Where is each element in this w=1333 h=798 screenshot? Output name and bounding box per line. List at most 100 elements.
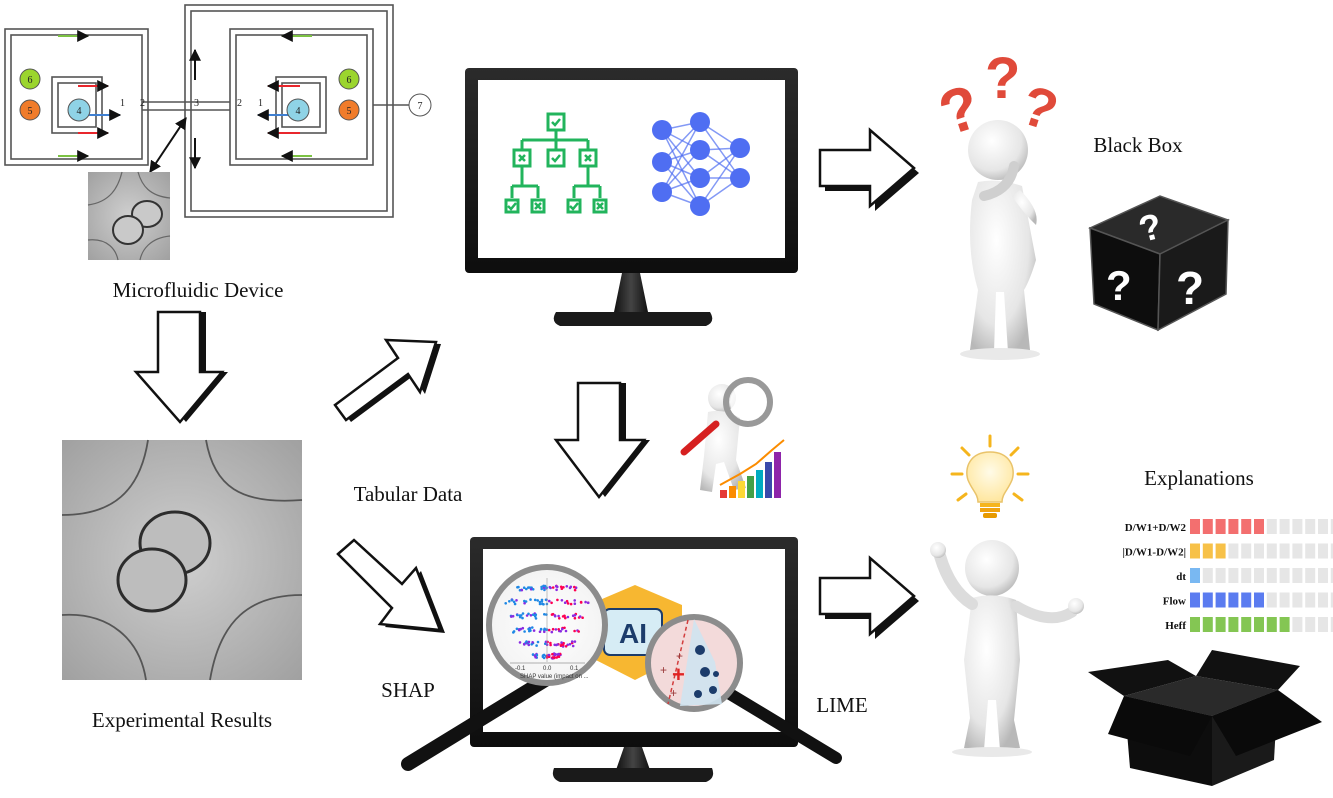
shap-point [579,601,583,604]
shap-axis-tick: 0.1 [570,666,579,672]
block-arrows [133,127,919,639]
shap-point [508,600,511,603]
explanation-feature-label: Flow [1163,596,1186,608]
shap-point [512,631,515,634]
shap-point [551,586,555,589]
explanation-bar-cell [1279,617,1290,632]
shap-point [518,641,522,644]
shap-point [525,587,528,591]
shap-point [560,641,563,644]
shap-point [550,601,553,605]
shap-point [531,613,535,616]
shap-point [573,602,577,605]
explanation-bar-cell [1330,568,1333,583]
shap-point [573,588,577,592]
check-icon [569,202,579,211]
nn-edge [661,129,701,207]
explanation-bar-cell [1279,592,1290,608]
shap-point [550,630,554,634]
shap-point [534,617,538,620]
shap-point [581,616,584,619]
shap-point [557,614,560,618]
shap-point [559,585,563,589]
explanation-bar-cell [1292,519,1303,534]
shap-point [541,602,544,606]
nn-edge [699,121,741,179]
explanation-bar-cell [1228,519,1239,534]
check-icon [551,118,561,127]
shap-point [558,617,561,620]
explanation-bar-cell [1241,519,1252,534]
x-icon [596,202,604,210]
rainbow-bar-chart-icon [719,439,785,498]
lime-label: LIME [816,693,867,717]
models-monitor [465,68,798,326]
shap-point [543,588,546,592]
arrow-down-device-to-results [133,310,228,424]
node-label: 4 [296,106,301,117]
shap-point [523,643,526,646]
arrow-up-right-to-models [333,338,441,422]
shap-point [535,653,539,657]
explanation-bar-cell [1228,592,1239,608]
device-node-4-left: 4 [67,98,91,122]
shap-point [540,598,544,602]
shap-point [549,643,552,647]
node-label: 7 [418,101,423,112]
shap-beeswarm-plot [504,578,590,664]
explanation-bar-cell [1215,519,1226,534]
node-label: 4 [77,106,82,117]
explanation-bar-cell [1266,617,1277,632]
explanation-bar-cell [1190,617,1200,632]
shap-point [541,654,545,657]
nn-node [690,168,710,188]
explanation-bar-cell [1292,568,1303,583]
shap-point [515,599,518,602]
shap-point [573,585,576,589]
black-box-label: Black Box [1093,133,1183,157]
explanation-bar-cell [1292,543,1303,559]
device-node-7-outlet: 7 [408,93,432,117]
explanation-bar-cell [1279,568,1290,583]
shap-point [522,586,526,589]
plus-icon: + [670,686,677,700]
shap-point [543,584,547,588]
explanation-bar-cell [1202,543,1213,559]
shap-point [553,614,557,618]
device-node-5-left: 5 [19,99,41,121]
shap-point [534,655,537,659]
microfluidic-device: 6 5 4 6 5 4 7 1 2 3 2 1 [4,4,432,302]
shap-point [555,588,558,592]
shap-point [557,655,561,658]
device-flow-arrows [58,30,312,173]
shap-point [563,614,566,618]
device-node-6-right: 6 [338,68,360,90]
explanation-feature-label: |D/W1-D/W2| [1122,547,1186,559]
nn-edge [661,129,701,179]
shap-point [568,642,572,646]
shap-point [569,602,573,606]
shap-point [557,653,561,656]
nn-node [690,140,710,160]
shap-point [551,627,555,631]
node-label: 5 [28,106,33,117]
explanation-bar-cell [1215,592,1226,608]
tabular-data-label: Tabular Data [354,482,463,506]
shap-point [532,629,536,632]
happy-figure [930,540,1084,757]
explanation-bar-cell [1305,543,1316,559]
shap-point [544,598,548,602]
arrow-down-right-to-xai [336,538,445,633]
explanation-feature-label: Heff [1165,620,1186,632]
shap-point [520,588,524,592]
neural-network-icon [652,112,750,216]
shap-point [516,586,519,589]
x-icon [534,202,542,210]
shap-point [512,600,516,604]
explanation-bar-cell [1254,592,1264,608]
nn-edge [661,121,701,193]
nn-node [690,196,710,216]
shap-point [556,643,559,646]
open-box-icon [1088,650,1322,786]
